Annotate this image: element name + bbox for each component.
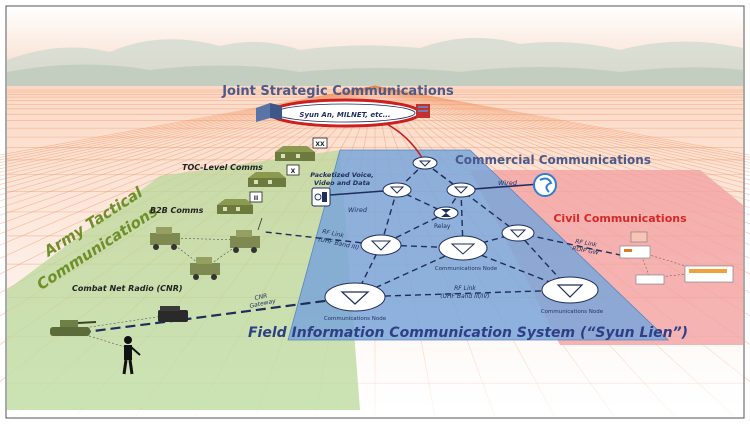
joint-building-left-icon: [256, 103, 282, 122]
humvee-right-icon: [230, 217, 263, 253]
toc-label: TOC-Level Comms: [182, 163, 263, 172]
commercial-network-icon[interactable]: [533, 173, 557, 197]
node-upper-right[interactable]: [446, 182, 476, 198]
communications-node-right[interactable]: [541, 276, 599, 304]
humvee-mid-icon: [190, 257, 220, 280]
packet-label-2: Video and Data: [314, 179, 370, 187]
cnr-gateway-label-1: CNR: [254, 292, 268, 302]
node-mid-label: Communications Node: [435, 266, 498, 272]
communications-node-mid[interactable]: [438, 235, 488, 261]
relay-node[interactable]: [433, 206, 459, 220]
node-upper-left[interactable]: [382, 182, 412, 198]
echelon-x: X: [291, 168, 296, 175]
joint-building-right-icon: [416, 104, 430, 118]
rf-link-civil-label-1: RF Link: [575, 238, 598, 249]
apc-icon: [158, 306, 188, 322]
relay-label: Relay: [434, 223, 451, 230]
echelon-xx: XX: [315, 141, 325, 148]
node-right-label: Communications Node: [541, 309, 604, 315]
toc-command-post-mid-icon: [248, 172, 286, 187]
node-west[interactable]: [360, 234, 402, 256]
rf-link-top-label-1: RF Link: [322, 228, 345, 239]
joint-systems-label: Syun An, MILNET, etc...: [299, 111, 390, 119]
army-plane: [7, 150, 360, 410]
wired-left-label: Wired: [348, 206, 368, 214]
node-east[interactable]: [501, 224, 535, 242]
soldier-icon: [122, 336, 141, 375]
tank-icon: [50, 320, 97, 336]
packet-label-1: Packetized Voice,: [310, 171, 374, 179]
civil-station-icon: [630, 231, 648, 243]
fics-title: Field Information Communication System (…: [248, 325, 688, 341]
rf-link-bottom-label-1: RF Link: [454, 285, 476, 292]
toc-command-post-low-icon: [217, 199, 253, 214]
toc-command-post-top-icon: [275, 146, 315, 161]
civil-car-icon: [635, 274, 665, 285]
rf-link-bottom-label-2: (UHF Band III/IV): [440, 293, 489, 300]
joint-strategic-title: Joint Strategic Communications: [221, 84, 454, 99]
communications-node-left[interactable]: [324, 282, 386, 312]
rf-link-civil-label-2: ROIP GW: [572, 245, 601, 257]
b2b-label: B2B Comms: [150, 206, 204, 215]
wired-right-label: Wired: [498, 179, 518, 187]
humvee-left-icon: [150, 227, 180, 250]
mountains-near: [7, 64, 743, 90]
node-left-label: Communications Node: [324, 316, 387, 322]
ambulance-icon: [619, 245, 651, 259]
cnr-label: Combat Net Radio (CNR): [72, 284, 183, 293]
echelon-badges: [249, 137, 328, 203]
echelon-ii: II: [254, 195, 258, 202]
school-bus-icon: [684, 265, 734, 283]
packet-terminal-icon[interactable]: [311, 187, 331, 207]
commercial-title: Commercial Communications: [455, 153, 651, 167]
node-top[interactable]: [412, 156, 438, 170]
civil-title: Civil Communications: [553, 212, 687, 225]
